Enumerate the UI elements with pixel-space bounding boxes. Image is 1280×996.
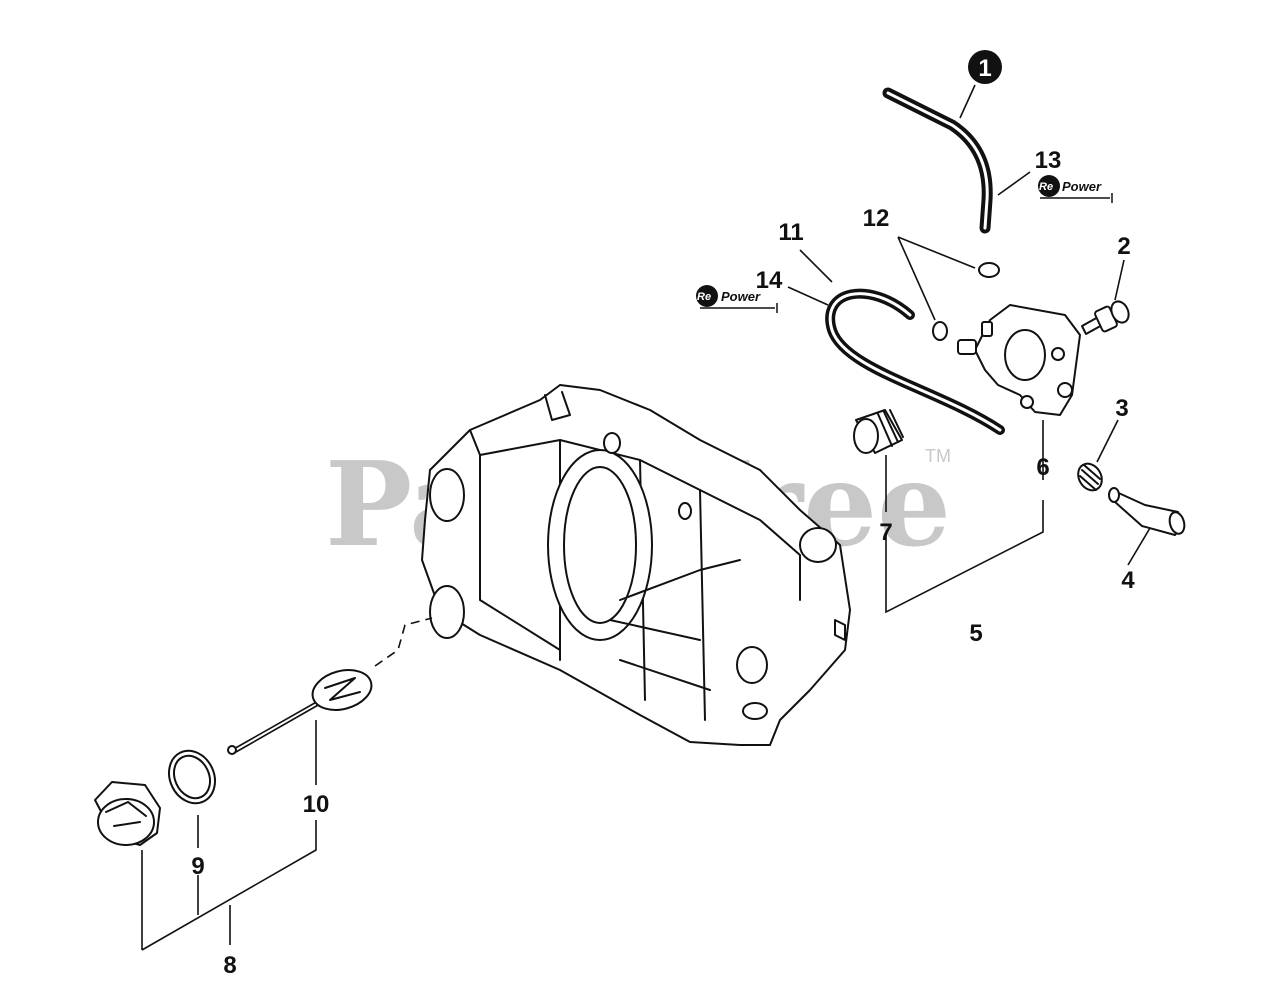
hose-part-1[interactable]	[882, 87, 993, 234]
o-ring-part-9[interactable]	[161, 743, 224, 811]
leader-lines	[141, 84, 1151, 951]
svg-text:Re: Re	[1039, 181, 1053, 193]
repower-badge-13: Re Power	[1038, 175, 1113, 203]
callout-13[interactable]: 13	[1035, 147, 1062, 174]
oil-tube-part-11[interactable]	[825, 288, 1005, 435]
callout-3[interactable]: 3	[1115, 395, 1128, 422]
screw-part-2[interactable]	[1081, 299, 1132, 335]
svg-text:Re: Re	[697, 291, 711, 303]
svg-text:1: 1	[978, 55, 991, 82]
worm-gear-part-7[interactable]	[853, 409, 904, 454]
plunger-part-4[interactable]	[1108, 487, 1187, 536]
oil-cap-part-8[interactable]	[94, 781, 161, 846]
callout-6[interactable]: 6	[1036, 454, 1049, 481]
oil-strainer-part-10[interactable]	[227, 617, 433, 755]
svg-text:Power: Power	[721, 289, 761, 304]
svg-text:Power: Power	[1062, 179, 1102, 194]
callout-4[interactable]: 4	[1121, 567, 1135, 594]
spring-part-3[interactable]	[1073, 459, 1106, 494]
o-ring-part-12[interactable]	[932, 262, 1000, 341]
callout-11[interactable]: 11	[778, 219, 803, 246]
callout-10[interactable]: 10	[303, 791, 330, 818]
repower-badge-14: Re Power	[696, 285, 778, 313]
callout-9[interactable]: 9	[191, 853, 204, 880]
callout-1[interactable]: 1	[968, 50, 1002, 84]
callout-8[interactable]: 8	[223, 952, 236, 979]
watermark-trademark: TM	[925, 446, 951, 466]
crankcase-housing	[421, 384, 851, 746]
callout-5[interactable]: 5	[969, 620, 982, 647]
callout-14[interactable]: 14	[756, 267, 783, 294]
callout-7[interactable]: 7	[879, 519, 892, 546]
callout-12[interactable]: 12	[863, 205, 890, 232]
callout-2[interactable]: 2	[1117, 233, 1130, 260]
oil-pump-part-6[interactable]	[957, 304, 1081, 416]
